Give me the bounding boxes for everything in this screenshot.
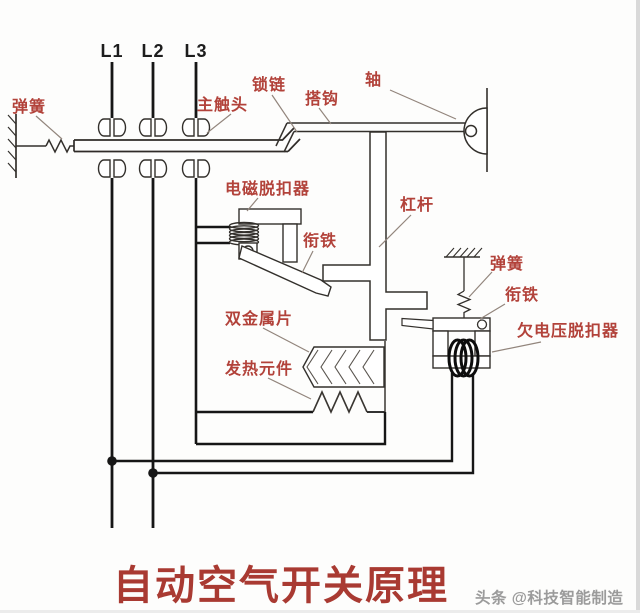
- bimetal-chevrons: [306, 349, 375, 385]
- contact-jaw: [97, 118, 111, 137]
- wall-hatching: [7, 114, 17, 173]
- undervoltage-release: [401, 247, 491, 378]
- main-contacts: [97, 118, 211, 178]
- phase-labels: L1 L2 L3: [100, 41, 207, 61]
- label-bimetal: 双金属片: [225, 309, 293, 328]
- shaft-pivot: [463, 88, 488, 172]
- label-spring-left: 弹簧: [12, 97, 46, 116]
- label-spring-right: 弹簧: [490, 254, 524, 273]
- bottom-edge-strip: [0, 610, 640, 613]
- bar-hook-upper: [281, 127, 295, 142]
- label-main-contact: 主触头: [197, 95, 248, 114]
- em-core-leg: [282, 223, 298, 263]
- right-edge-strip: [636, 0, 640, 613]
- label-em-release: 电磁脱扣器: [225, 179, 310, 198]
- bimetal-outline: [302, 346, 385, 388]
- junction-dot-l1: [107, 456, 117, 466]
- label-lock-chain: 锁链: [252, 75, 286, 94]
- phase-label-l1: L1: [100, 41, 123, 61]
- em-coil: [228, 221, 260, 246]
- label-shaft: 轴: [365, 70, 382, 89]
- label-uv-release: 欠电压脱扣器: [517, 321, 619, 340]
- electromagnetic-release: [228, 208, 332, 297]
- label-lever: 杠杆: [400, 195, 434, 214]
- main-contact-bar: [73, 127, 301, 153]
- diagram-title: 自动空气开关原理: [113, 563, 449, 608]
- contact-jaw: [154, 159, 168, 178]
- contact-jaw: [138, 118, 152, 137]
- em-armature: [238, 245, 332, 297]
- em-yoke: [238, 208, 302, 225]
- leader-lines: [35, 89, 542, 400]
- uv-coil: [447, 338, 480, 378]
- spring-left-zigzag: [45, 138, 74, 154]
- junction-dot-l2: [148, 468, 158, 478]
- wire-l1-to-uvcoil: [112, 373, 454, 463]
- contact-jaw: [197, 118, 211, 137]
- contact-jaw: [197, 159, 211, 178]
- uv-armature-pivot: [476, 319, 488, 330]
- contact-jaw: [113, 159, 127, 178]
- watermark: 头条 @科技智能制造: [475, 588, 623, 607]
- label-armature-uv: 衔铁: [505, 285, 539, 304]
- phase-label-l3: L3: [184, 41, 207, 61]
- label-heater: 发热元件: [224, 359, 293, 378]
- wire-return-loop: [196, 412, 387, 446]
- left-anchor-spring: [7, 114, 74, 178]
- uv-push-arm: [401, 317, 434, 330]
- heating-element-zigzag: [312, 390, 368, 414]
- contact-jaw: [181, 159, 195, 178]
- contact-jaw: [138, 159, 152, 178]
- bimetal-strip: [302, 346, 385, 388]
- contact-jaw: [113, 118, 127, 137]
- latch-beak: [275, 122, 288, 147]
- bar-hook-lower: [287, 138, 301, 153]
- phase-label-l2: L2: [141, 41, 164, 61]
- contact-jaw: [97, 159, 111, 178]
- latch-beak: [283, 131, 295, 153]
- contact-jaw: [154, 118, 168, 137]
- uv-support-hatching: [445, 247, 483, 258]
- lever-body: [322, 131, 428, 341]
- uv-core-left-leg: [432, 330, 449, 357]
- component-labels: 弹簧 主触头 锁链 搭钩 轴 电磁脱扣器 衔铁 杠杆 双金属片 发热元件 弹簧 …: [12, 70, 619, 378]
- contact-jaw: [181, 118, 195, 137]
- wiring: [107, 178, 475, 528]
- phase-poles: [110, 62, 198, 118]
- label-armature-em: 衔铁: [303, 231, 337, 250]
- spring-right-zigzag: [456, 290, 472, 318]
- pivot-hole: [464, 124, 478, 138]
- label-catch-hook: 搭钩: [305, 89, 339, 108]
- wire-l2-to-uvcoil: [153, 373, 475, 475]
